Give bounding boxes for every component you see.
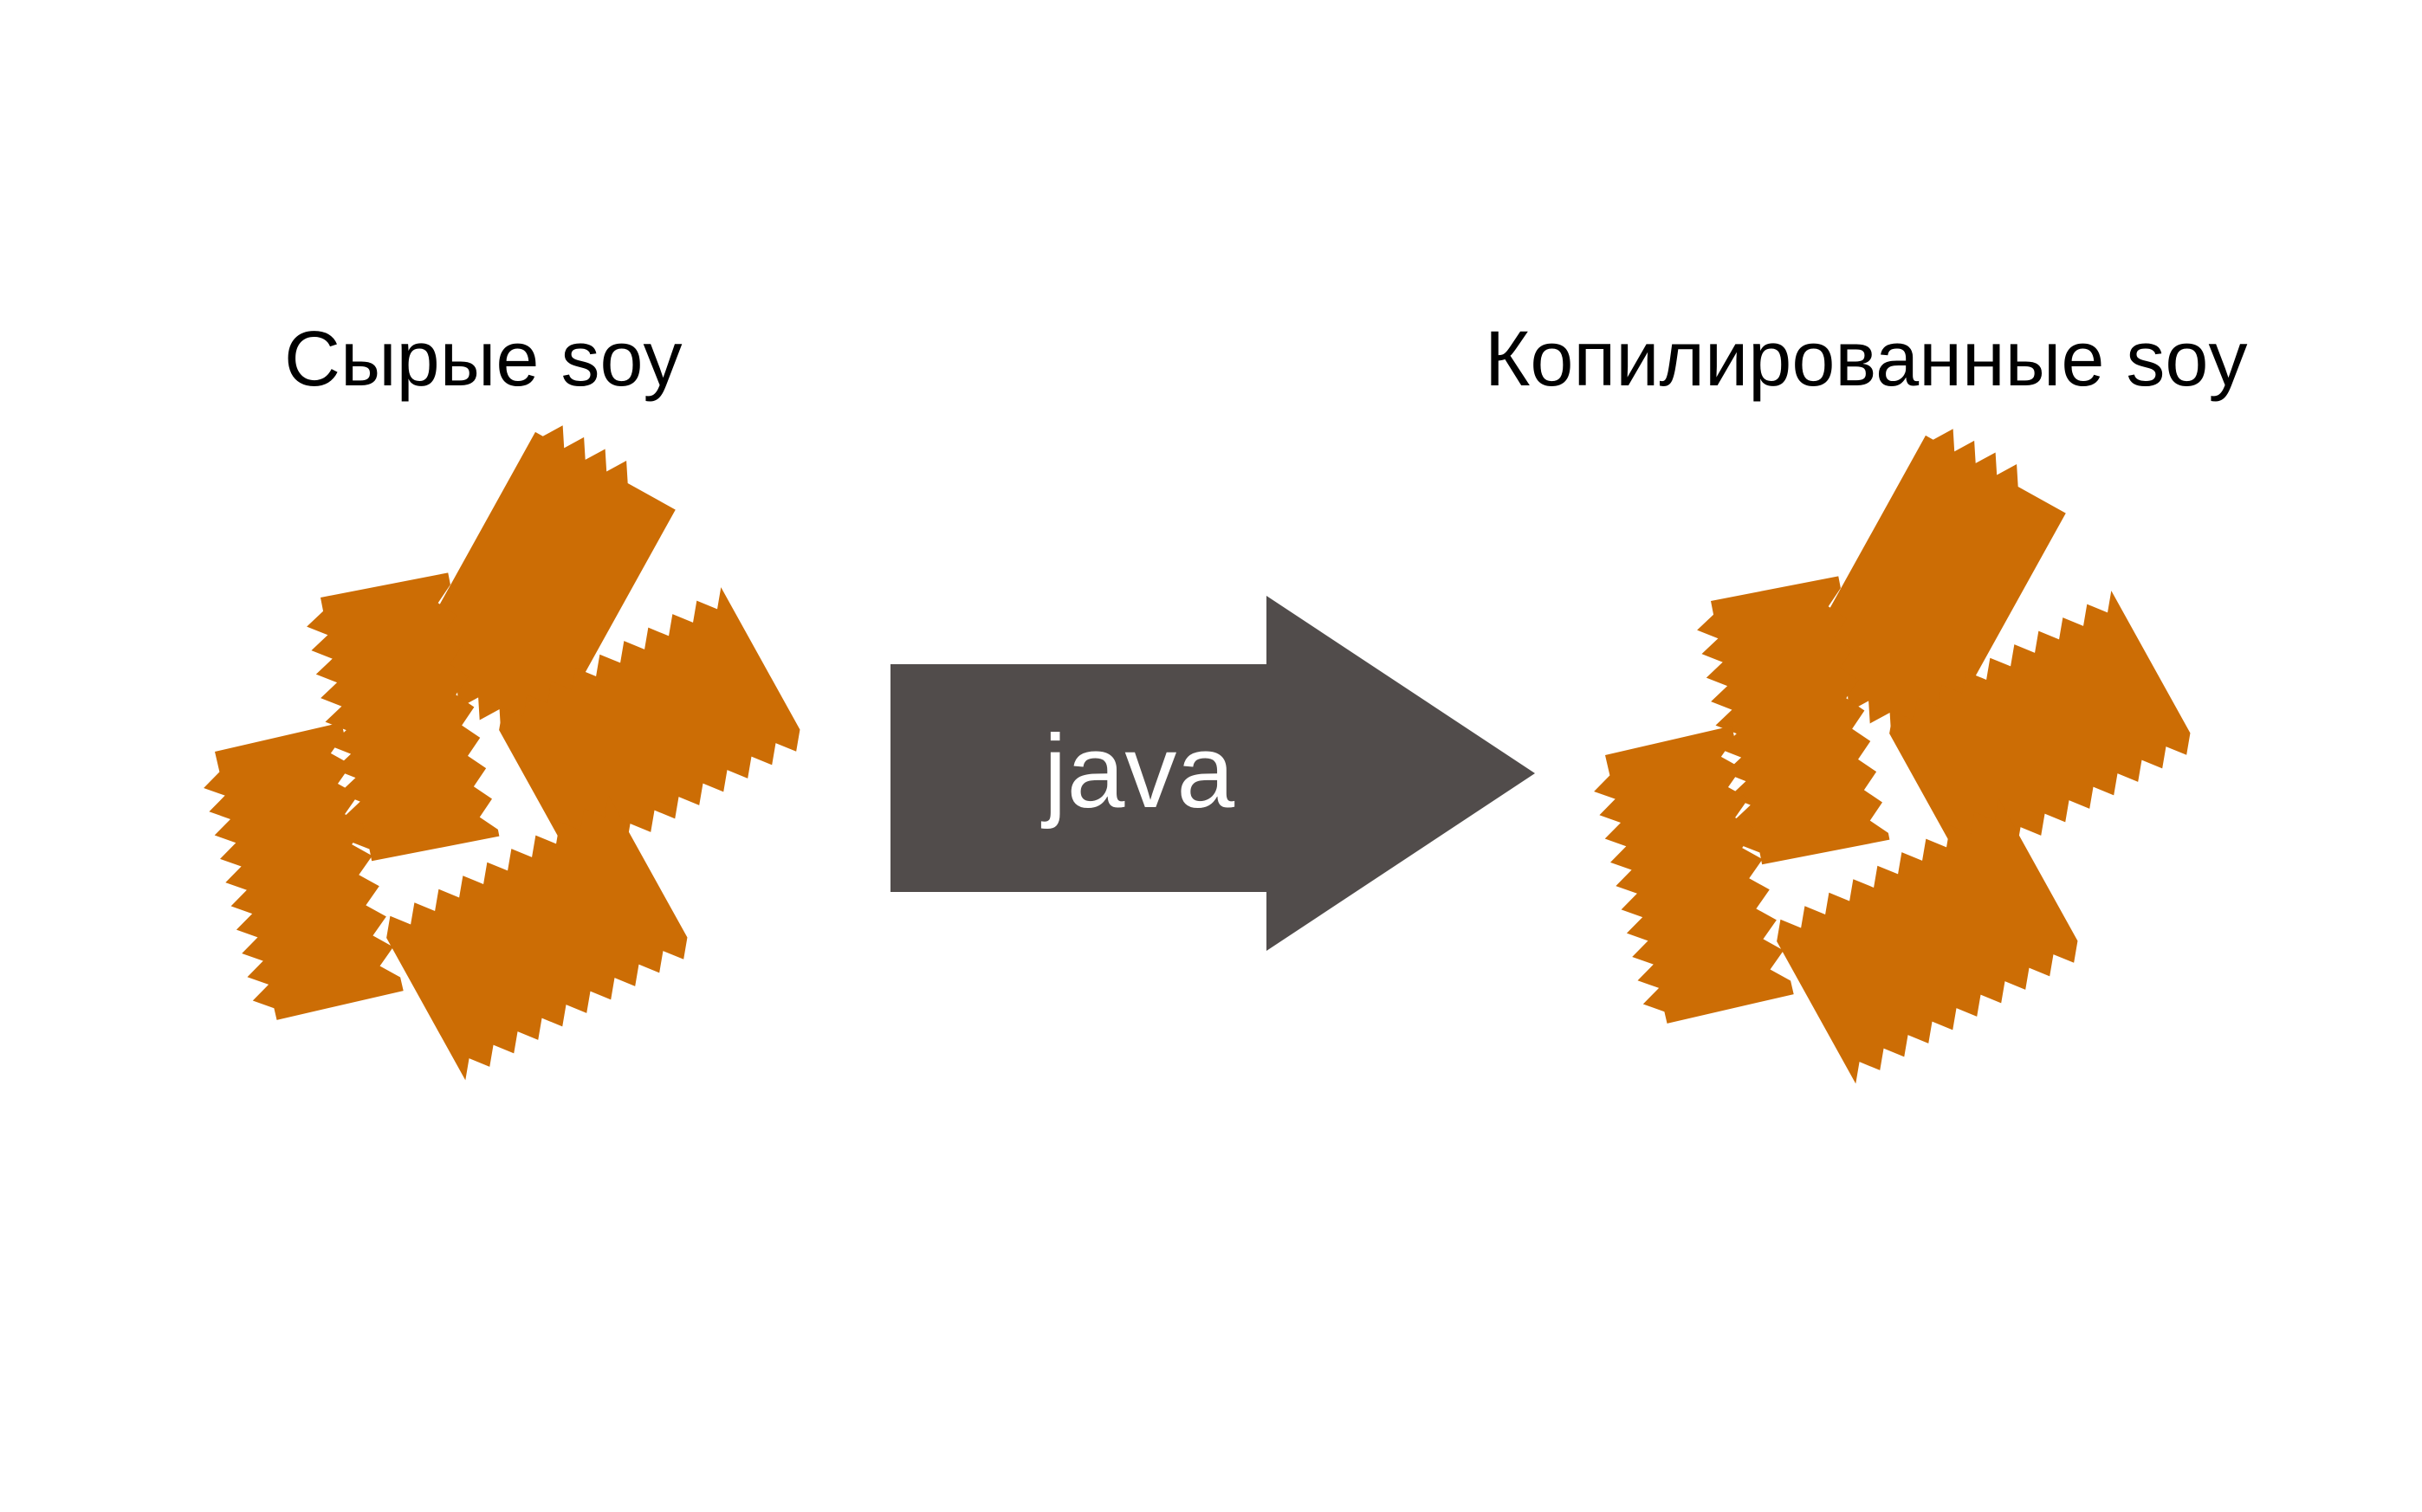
compiled-soy-pasta-icon (1586, 418, 2199, 1084)
java-label: java (1041, 714, 1234, 830)
compiled-soy-label: Копилированные soy (1485, 316, 2248, 403)
right-arrow-icon: java (890, 596, 1535, 951)
raw-soy-pasta-icon (196, 415, 809, 1081)
raw-soy-label: Сырые soy (284, 316, 683, 403)
